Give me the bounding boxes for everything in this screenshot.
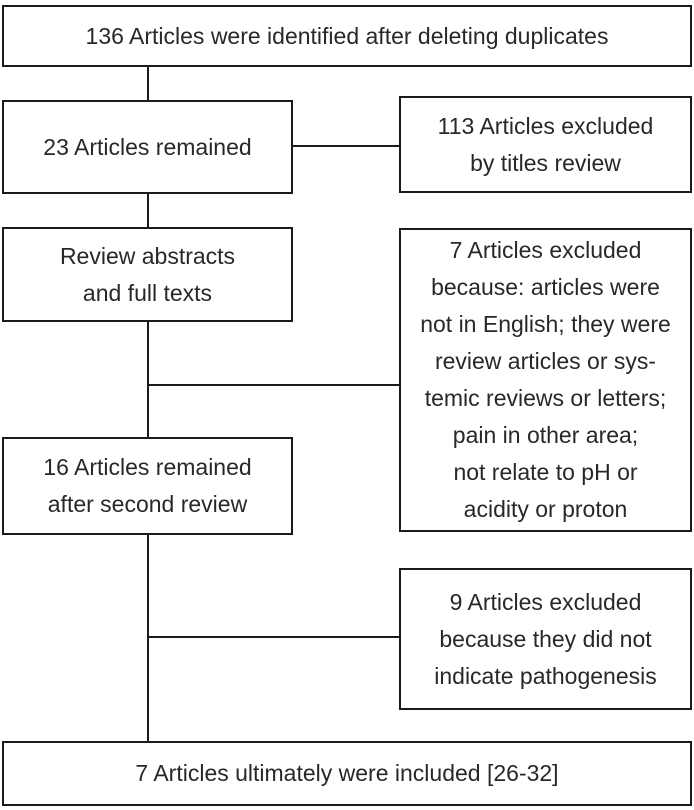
node-articles-identified-text: 136 Articles were identified after delet… [85,22,609,49]
node-articles-remained-23-text: 23 Articles remained [43,133,252,160]
node-articles-remained-23: 23 Articles remained [2,100,293,194]
node-articles-identified: 136 Articles were identified after delet… [2,5,692,67]
node-articles-excluded-9: 9 Articles excluded because they did not… [399,568,692,710]
node-articles-excluded-113-text: 113 Articles excluded by titles review [437,112,654,176]
connector-remained16-to-included7 [147,535,149,741]
node-articles-excluded-113: 113 Articles excluded by titles review [399,96,692,193]
connector-review-abstracts-to-remained16 [147,322,149,437]
node-articles-remained-16: 16 Articles remained after second review [2,437,293,535]
connector-remained23-to-review-abstracts [147,194,149,227]
node-articles-excluded-9-text: 9 Articles excluded because they did not… [434,588,657,689]
node-review-abstracts-text: Review abstracts and full texts [59,242,236,306]
connector-identified-to-remained23 [147,67,149,100]
node-articles-included-7: 7 Articles ultimately were included [26-… [2,741,692,806]
connector-remained23-to-excluded113 [293,145,399,147]
connector-spine-to-excluded9 [149,636,399,638]
node-articles-included-7-text: 7 Articles ultimately were included [26-… [135,760,559,786]
node-articles-excluded-7-text: 7 Articles excluded because: articles we… [420,237,671,522]
node-articles-excluded-7: 7 Articles excluded because: articles we… [399,228,692,532]
node-articles-remained-16-text: 16 Articles remained after second review [43,454,252,517]
connector-spine-to-excluded7 [149,384,399,386]
node-review-abstracts: Review abstracts and full texts [2,227,293,322]
